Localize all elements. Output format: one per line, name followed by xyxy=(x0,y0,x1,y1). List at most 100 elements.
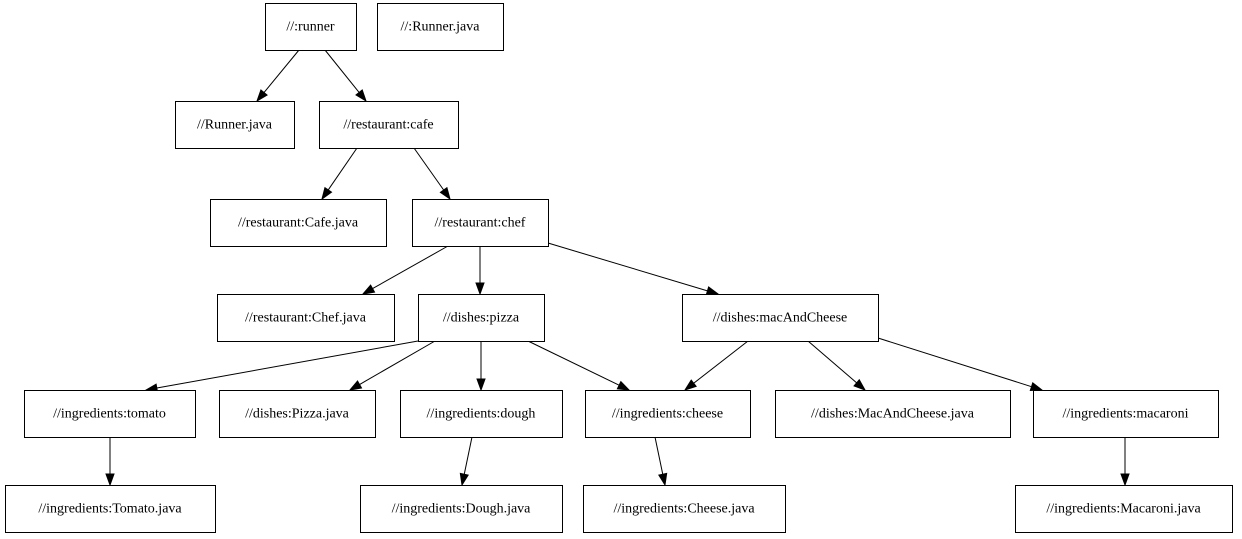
node-label: //dishes:Pizza.java xyxy=(245,407,350,422)
graph-edge xyxy=(547,242,720,296)
edge-arrowhead-icon xyxy=(348,380,363,391)
node-label: //ingredients:Macaroni.java xyxy=(1046,502,1201,517)
node-box[interactable] xyxy=(682,294,879,342)
node-label: //dishes:pizza xyxy=(443,311,520,326)
node-label: //Runner.java xyxy=(197,118,273,133)
node-label: //ingredients:Dough.java xyxy=(392,502,532,517)
node-label: //restaurant:chef xyxy=(435,216,526,231)
edge-line xyxy=(413,147,445,191)
graph-node-ing_cheese[interactable]: //ingredients:cheese xyxy=(585,390,751,438)
edge-line xyxy=(372,245,449,290)
edge-arrowhead-icon xyxy=(1120,473,1130,487)
edge-line xyxy=(654,436,664,475)
graph-node-ing_macaroni[interactable]: //ingredients:macaroni xyxy=(1033,390,1219,438)
graph-node-cafe_java[interactable]: //restaurant:Cafe.java xyxy=(210,199,387,247)
graph-node-restaurant_cafe[interactable]: //restaurant:cafe xyxy=(319,101,459,149)
edge-line xyxy=(527,340,620,386)
edge-arrowhead-icon xyxy=(459,472,469,487)
node-label: //restaurant:cafe xyxy=(343,118,433,133)
node-box[interactable] xyxy=(360,485,563,533)
node-box[interactable] xyxy=(217,294,395,342)
node-box[interactable] xyxy=(210,199,387,247)
edge-arrowhead-icon xyxy=(355,89,367,103)
graph-edge xyxy=(527,340,631,391)
edge-arrowhead-icon xyxy=(853,378,867,391)
edge-line xyxy=(263,49,300,93)
edge-arrowhead-icon xyxy=(475,282,485,296)
node-box[interactable] xyxy=(400,390,563,438)
node-box[interactable] xyxy=(1015,485,1233,533)
graph-edge xyxy=(361,245,449,295)
node-label: //restaurant:Chef.java xyxy=(245,311,367,326)
graph-node-runner_java_root[interactable]: //:Runner.java xyxy=(377,3,504,51)
edge-line xyxy=(547,242,708,292)
edge-line xyxy=(327,147,358,191)
node-label: //:runner xyxy=(286,20,335,35)
edge-line xyxy=(807,340,857,384)
node-label: //ingredients:macaroni xyxy=(1063,407,1189,422)
node-label: //:Runner.java xyxy=(401,20,481,35)
node-label: //ingredients:Tomato.java xyxy=(38,502,182,517)
edge-arrowhead-icon xyxy=(476,378,486,392)
node-box[interactable] xyxy=(175,101,295,149)
node-box[interactable] xyxy=(24,390,196,438)
node-box[interactable] xyxy=(412,199,549,247)
node-box[interactable] xyxy=(5,485,216,533)
graph-node-runner[interactable]: //:runner xyxy=(265,3,357,51)
edge-line xyxy=(877,337,1032,388)
node-box[interactable] xyxy=(418,294,545,342)
graph-edge xyxy=(475,246,485,296)
graph-edge xyxy=(105,437,115,487)
edge-arrowhead-icon xyxy=(256,89,268,103)
graph-node-dishes_pizza[interactable]: //dishes:pizza xyxy=(418,294,545,342)
node-box[interactable] xyxy=(583,485,786,533)
node-label: //ingredients:dough xyxy=(427,407,536,422)
edge-arrowhead-icon xyxy=(683,379,697,391)
edge-line xyxy=(324,49,360,93)
graph-node-mac_java[interactable]: //dishes:MacAndCheese.java xyxy=(775,390,1011,438)
graph-edge xyxy=(807,340,867,391)
node-box[interactable] xyxy=(585,390,751,438)
node-label: //restaurant:Cafe.java xyxy=(238,216,359,231)
graph-edge xyxy=(459,436,473,487)
graph-edge xyxy=(144,340,419,393)
edge-arrowhead-icon xyxy=(1029,382,1044,392)
edge-arrowhead-icon xyxy=(616,380,631,391)
graph-node-ing_tomato[interactable]: //ingredients:tomato xyxy=(24,390,196,438)
node-box[interactable] xyxy=(265,3,357,51)
node-layer: //:runner //:Runner.java //Runner.java //re… xyxy=(5,3,1233,533)
node-label: //dishes:MacAndCheese.java xyxy=(811,407,975,422)
graph-node-dough_java[interactable]: //ingredients:Dough.java xyxy=(360,485,563,533)
graph-node-pizza_java[interactable]: //dishes:Pizza.java xyxy=(219,390,376,438)
graph-edge xyxy=(654,436,668,487)
graph-node-runner_java[interactable]: //Runner.java xyxy=(175,101,295,149)
edge-arrowhead-icon xyxy=(658,472,668,487)
node-box[interactable] xyxy=(775,390,1011,438)
graph-node-chef_java[interactable]: //restaurant:Chef.java xyxy=(217,294,395,342)
graph-edge xyxy=(324,49,367,103)
edge-line xyxy=(463,436,473,475)
graph-node-tomato_java[interactable]: //ingredients:Tomato.java xyxy=(5,485,216,533)
graph-node-ing_dough[interactable]: //ingredients:dough xyxy=(400,390,563,438)
edge-line xyxy=(156,340,419,389)
edge-arrowhead-icon xyxy=(105,473,115,487)
node-label: //ingredients:Cheese.java xyxy=(613,502,755,517)
node-box[interactable] xyxy=(319,101,459,149)
graph-edge xyxy=(1120,437,1130,487)
node-box[interactable] xyxy=(1033,390,1219,438)
graph-node-cheese_java[interactable]: //ingredients:Cheese.java xyxy=(583,485,786,533)
edge-arrowhead-icon xyxy=(705,286,720,296)
graph-node-restaurant_chef[interactable]: //restaurant:chef xyxy=(412,199,549,247)
graph-node-dishes_mac[interactable]: //dishes:macAndCheese xyxy=(682,294,879,342)
graph-edge xyxy=(256,49,300,103)
node-label: //ingredients:cheese xyxy=(612,407,723,422)
node-box[interactable] xyxy=(377,3,504,51)
edge-arrowhead-icon xyxy=(361,284,376,295)
edge-arrowhead-icon xyxy=(321,186,333,201)
graph-node-macaroni_java[interactable]: //ingredients:Macaroni.java xyxy=(1015,485,1233,533)
node-box[interactable] xyxy=(219,390,376,438)
node-label: //ingredients:tomato xyxy=(53,407,166,422)
graph-edge xyxy=(321,147,358,201)
